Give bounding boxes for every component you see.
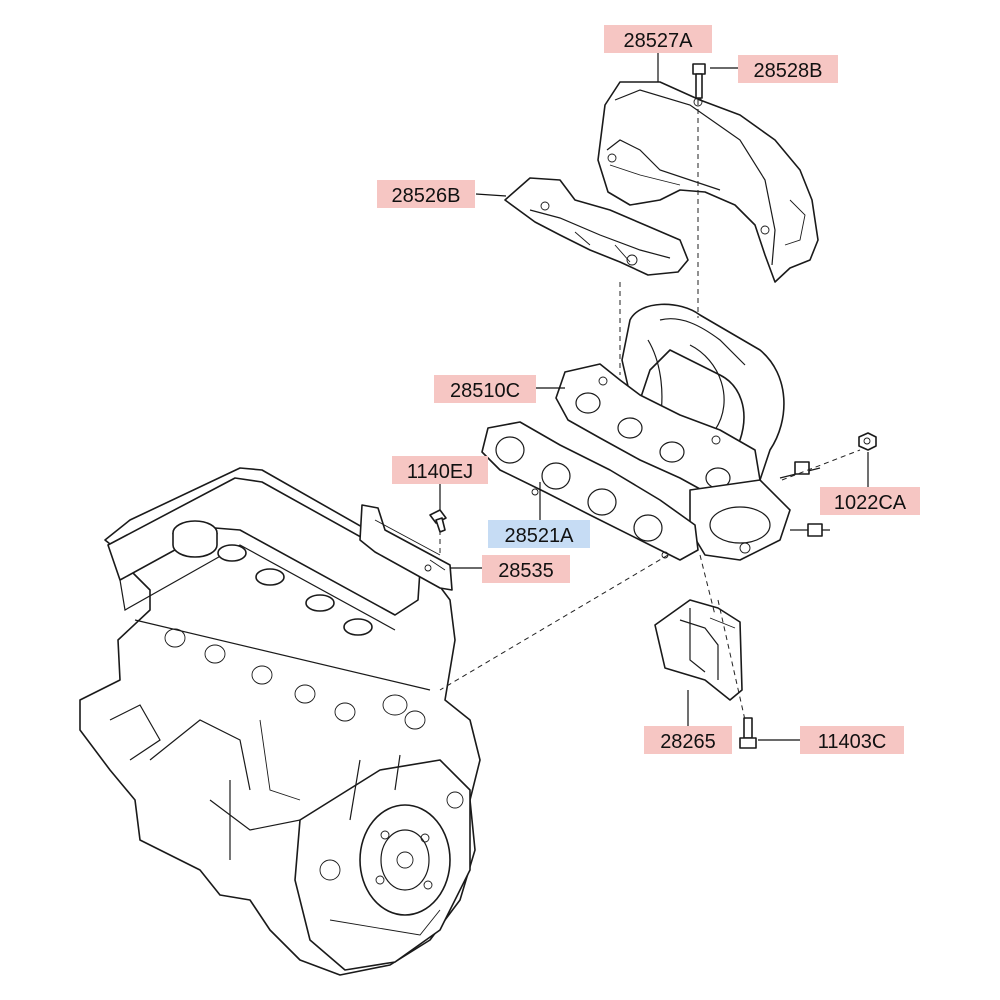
callout-label: 1022CA [834,492,907,514]
manifold-gasket [481,421,699,561]
callout-11403C[interactable]: 11403C [800,726,904,754]
callout-label: 28521A [505,525,575,547]
exhaust-manifold [555,303,830,561]
bracket-28535 [359,504,453,591]
callout-label: 28510C [450,380,520,402]
callout-label: 28526B [392,185,461,207]
callout-28265[interactable]: 28265 [644,726,732,754]
callout-label: 1140EJ [407,461,473,483]
engine-assembly [79,467,481,976]
callout-28521A[interactable]: 28521A [488,520,590,548]
heat-shield-upper [597,81,819,283]
callout-label: 28527A [624,30,694,52]
callout-label: 28265 [660,731,716,753]
nut-1022CA [858,432,877,451]
callout-1022CA[interactable]: 1022CA [820,487,920,515]
callout-label: 28535 [498,560,554,582]
bolt-1140EJ [429,509,447,533]
leader-lines [439,52,869,741]
callout-28528B[interactable]: 28528B [738,55,838,83]
callout-28527A[interactable]: 28527A [604,25,712,53]
manifold-stay [654,599,743,701]
callout-label: 11403C [818,731,887,753]
bolt-28528B [692,63,706,99]
assembly-lines [439,100,861,721]
callout-28510C[interactable]: 28510C [434,375,536,403]
callout-28535[interactable]: 28535 [482,555,570,583]
callout-label: 28528B [754,60,823,82]
callout-28526B[interactable]: 28526B [377,180,475,208]
heat-shield-lower [504,177,689,276]
bolt-11403C [739,717,757,749]
callout-1140EJ[interactable]: 1140EJ [392,456,488,484]
